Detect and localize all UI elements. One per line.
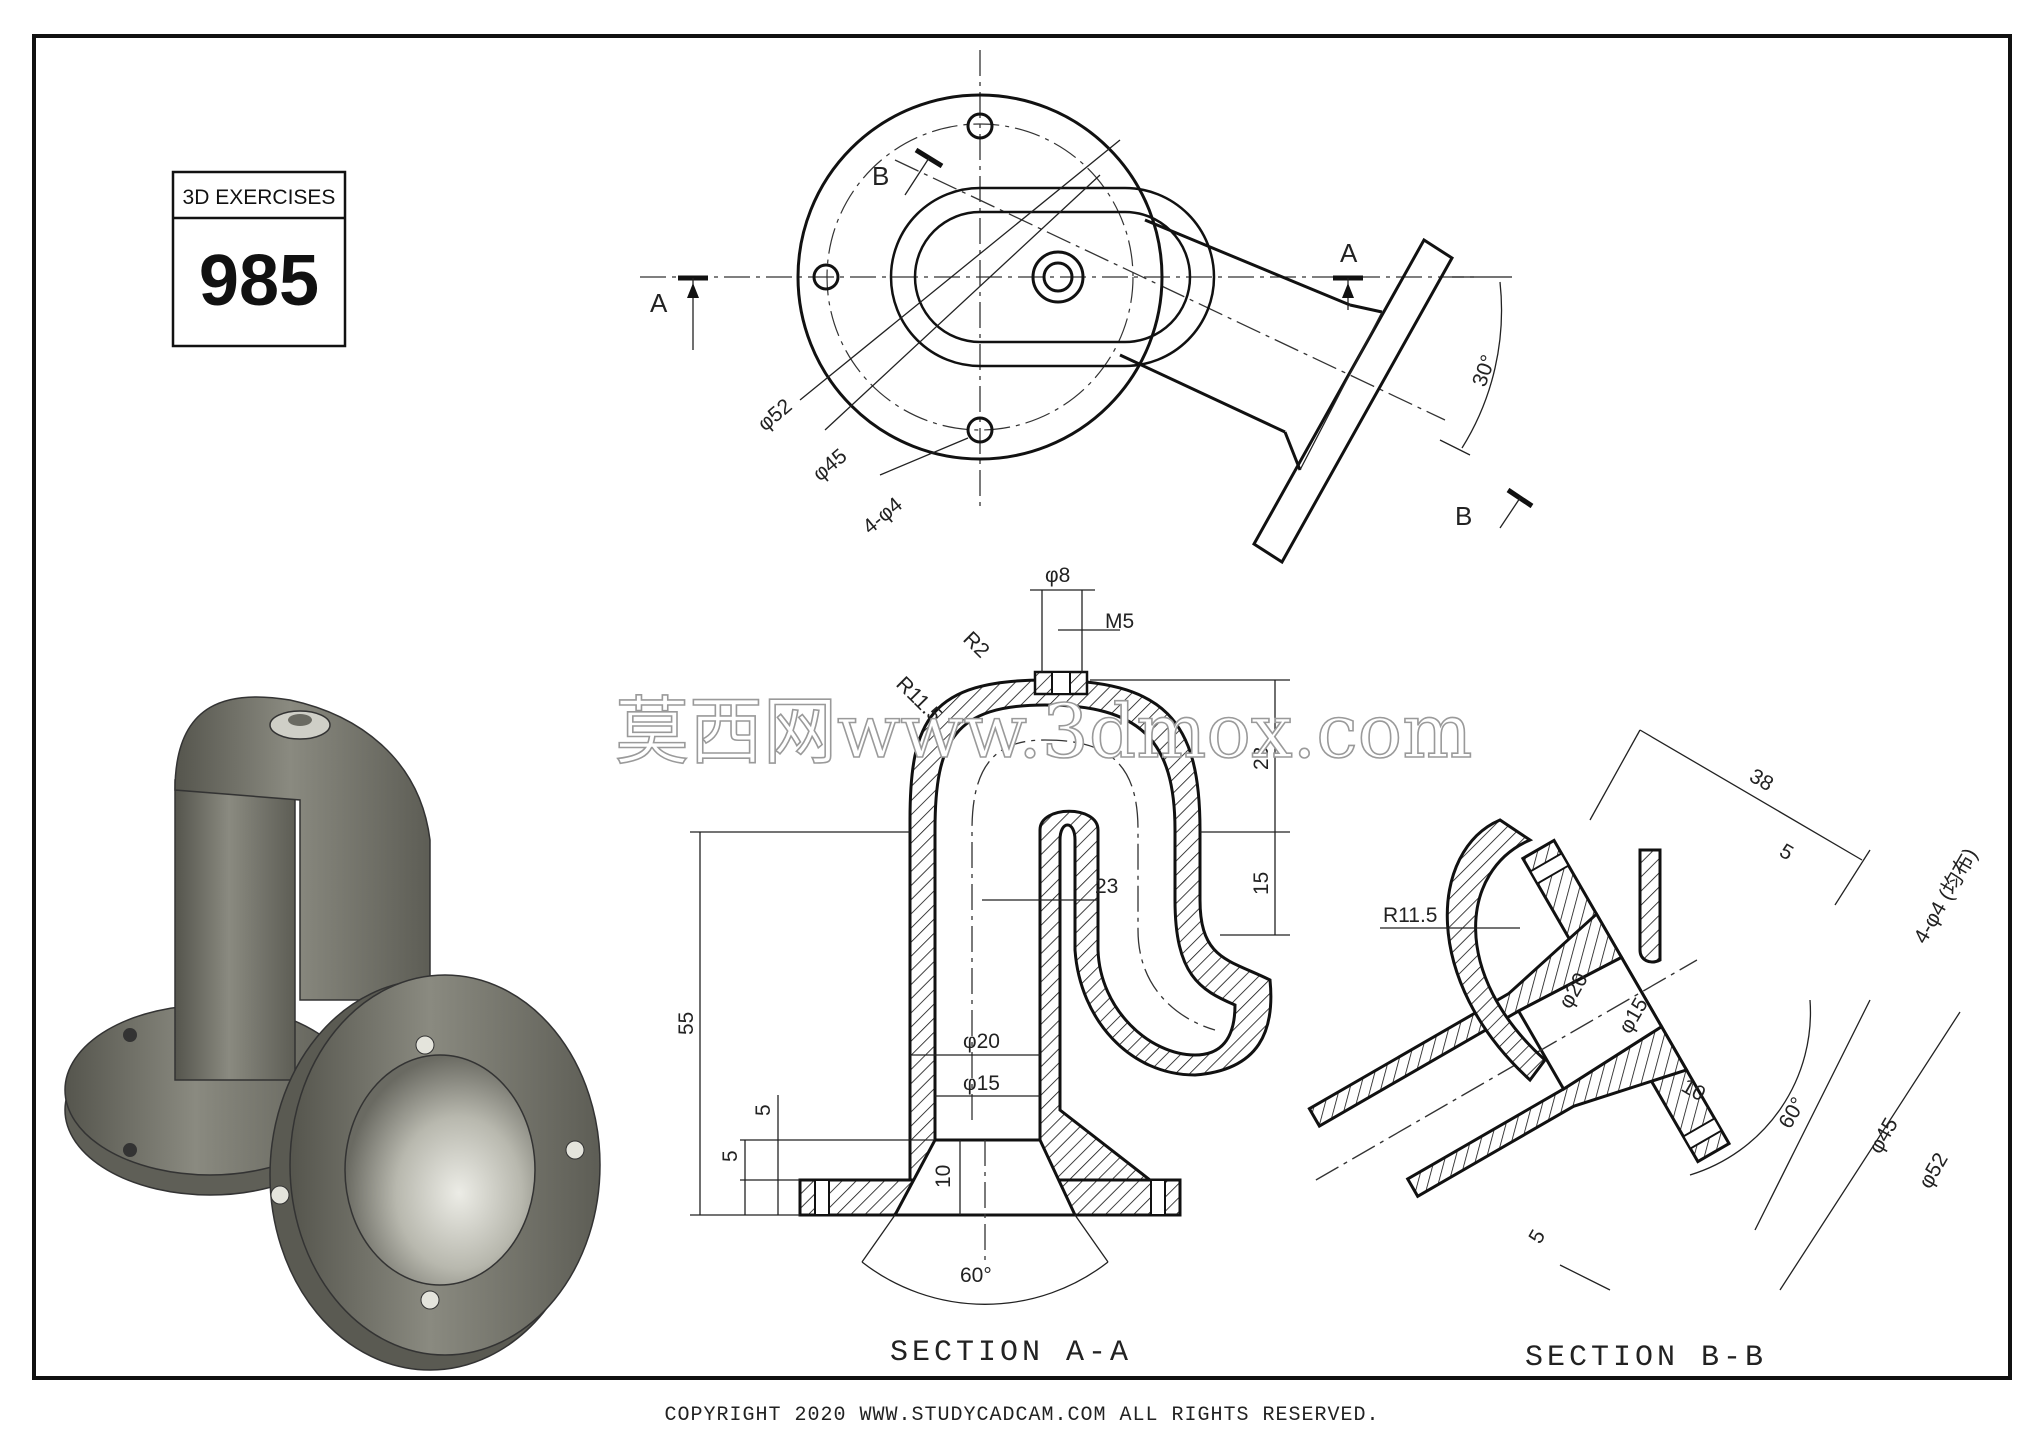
dim-aa-h15: 15 xyxy=(1250,872,1273,895)
dim-aa-d15: φ15 xyxy=(963,1072,1000,1095)
section-aa-title: SECTION A-A xyxy=(890,1336,1132,1370)
section-b-label-bottom: B xyxy=(1455,501,1472,531)
dim-bb-holes: 4-φ4 (均布) xyxy=(1909,844,1982,947)
copyright-footer: COPYRIGHT 2020 WWW.STUDYCADCAM.COM ALL R… xyxy=(664,1404,1379,1427)
dim-top-d52: φ52 xyxy=(753,394,796,435)
dim-bb-a60: 60° xyxy=(1774,1093,1810,1132)
watermark-text: 莫西网www.3dmox.com xyxy=(615,689,1472,775)
section-a-label-right: A xyxy=(1340,238,1358,268)
dim-aa-h23: 23 xyxy=(1250,747,1273,770)
section-aa: φ8 M5 R2 R11.5 23 15 23 55 φ20 φ15 5 5 1… xyxy=(675,564,1290,1370)
dim-aa-h5b: 5 xyxy=(719,1150,742,1162)
dim-bb-t5: 5 xyxy=(1776,839,1798,865)
dim-bb-b5: 5 xyxy=(1524,1226,1550,1248)
section-bb-title: SECTION B-B xyxy=(1525,1341,1767,1375)
sheet-border xyxy=(32,34,2012,1380)
dim-aa-d8: φ8 xyxy=(1045,564,1070,587)
dim-aa-d20: φ20 xyxy=(963,1030,1000,1053)
dim-bb-l38: 38 xyxy=(1746,764,1778,796)
dim-top-d45: φ45 xyxy=(808,444,851,485)
section-bb: 38 5 4-φ4 (均布) R11.5 φ20 φ15 10 60° φ45 … xyxy=(1307,729,1982,1375)
isometric-model xyxy=(64,696,601,1371)
dim-top-holes: 4-φ4 xyxy=(858,493,907,539)
dim-bb-r115: R11.5 xyxy=(1383,904,1437,927)
dim-bb-d52: φ52 xyxy=(1914,1149,1952,1193)
badge-number: 985 xyxy=(199,241,319,321)
section-a-label-left: A xyxy=(650,288,668,318)
dim-aa-m5: M5 xyxy=(1105,610,1134,633)
dim-aa-h55: 55 xyxy=(675,1012,698,1035)
dim-aa-h10: 10 xyxy=(932,1165,955,1188)
dim-aa-a60: 60° xyxy=(960,1264,992,1287)
section-b-label-top: B xyxy=(872,161,889,191)
dim-aa-h5a: 5 xyxy=(752,1104,775,1116)
badge-title: 3D EXERCISES xyxy=(183,186,336,209)
top-view: A A B B φ52 φ45 4-φ4 30° xyxy=(640,50,1534,565)
dim-aa-w23: 23 xyxy=(1095,875,1118,898)
dim-top-angle: 30° xyxy=(1468,352,1500,390)
exercise-badge: 3D EXERCISES 985 xyxy=(171,170,347,348)
dim-aa-r2: R2 xyxy=(958,627,993,662)
